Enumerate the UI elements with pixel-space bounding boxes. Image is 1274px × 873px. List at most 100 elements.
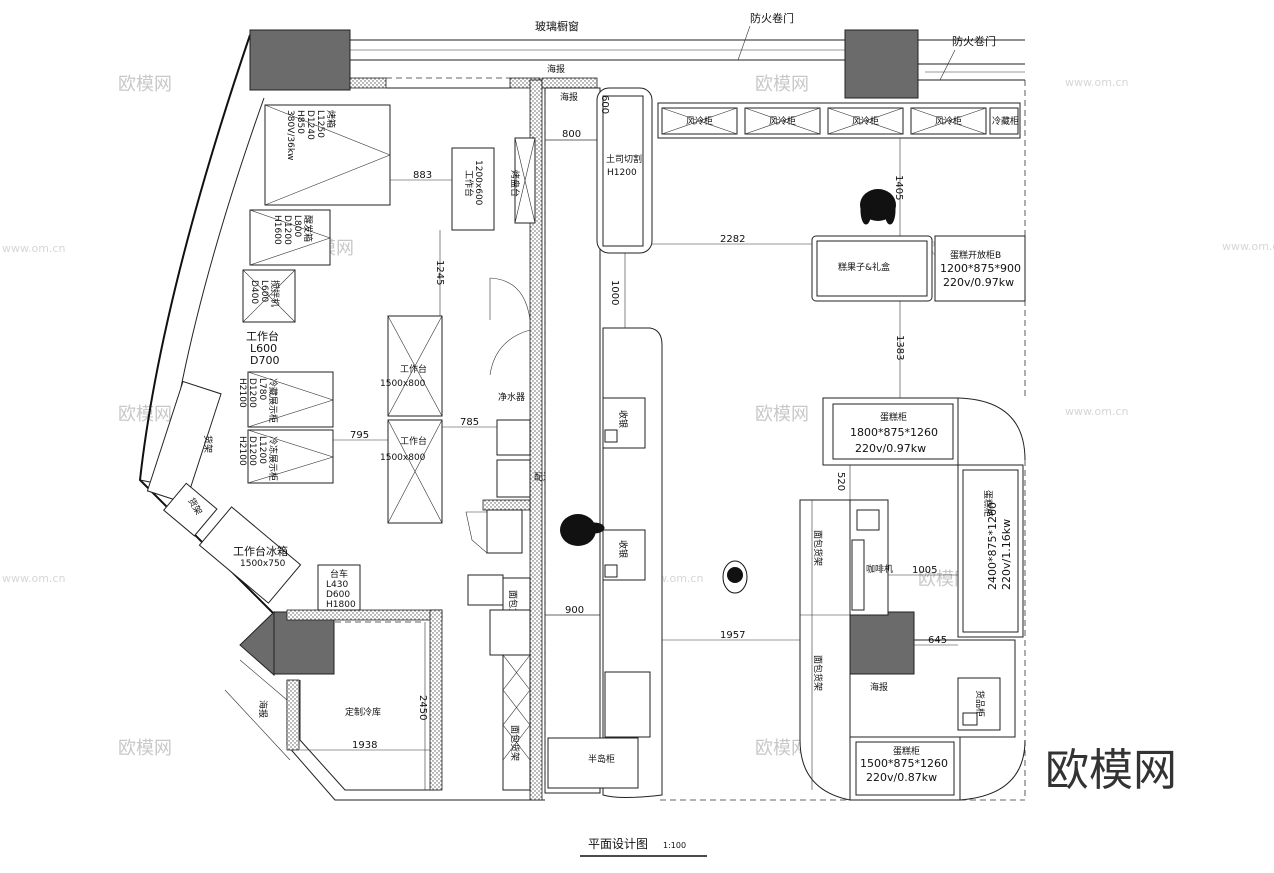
svg-text:土司切割: 土司切割 [606,153,642,165]
sink-label: 净水器 [498,391,525,403]
cashier-label: 收银 [617,540,629,558]
display-fridge[interactable]: 冷藏展示柜 L780 D1200 H2100 [237,371,334,428]
svg-text:D700: D700 [250,354,279,367]
svg-text:L1250: L1250 [315,110,325,138]
shelf-left[interactable]: 货架 [146,380,222,504]
svg-text:900: 900 [565,605,584,616]
svg-text:883: 883 [413,170,432,181]
svg-text:工作台: 工作台 [463,170,475,197]
svg-text:D1200: D1200 [247,378,257,408]
svg-text:糕果子&礼盒: 糕果子&礼盒 [838,261,890,273]
svg-text:1383: 1383 [894,335,905,360]
svg-text:烤箱: 烤箱 [325,110,337,128]
svg-text:1500x800: 1500x800 [380,379,426,389]
person-figure [722,560,748,594]
product-cabinet[interactable]: 货品柜 [957,677,1001,731]
cart[interactable]: 台车 L430 D600 H1800 [317,564,361,611]
svg-text:面包货架: 面包货架 [812,530,824,566]
svg-text:220v/0.97kw: 220v/0.97kw [855,442,926,455]
svg-text:工作台冰箱: 工作台冰箱 [233,544,288,558]
svg-text:785: 785 [460,417,479,428]
watermark-text: 欧模网 [118,404,172,425]
svg-text:1405: 1405 [893,175,904,200]
watermark-url: www.om.cn [2,242,65,255]
svg-text:冷藏柜: 冷藏柜 [992,115,1019,127]
svg-text:2400*875*1260: 2400*875*1260 [986,502,999,590]
workbench-middle-2[interactable]: 工作台 1500x800 [380,419,443,524]
svg-text:2282: 2282 [720,234,745,245]
half-cabinet-label: 半岛柜 [588,753,615,765]
watermarks: 欧模网 欧模网 www.om.cn www.om.cn 欧模网 欧模网 www.… [2,74,1274,759]
svg-text:1957: 1957 [720,630,745,641]
bar-island[interactable]: 面包货架 面包货架 咖啡机 海报 [799,499,893,801]
svg-text:蛋糕柜: 蛋糕柜 [880,411,907,423]
svg-text:L800: L800 [292,215,302,237]
glass-window-label: 玻璃橱窗 [535,19,579,33]
svg-text:冷冻展示柜: 冷冻展示柜 [267,436,279,481]
svg-text:H1600: H1600 [272,215,282,245]
display-cabinet-row[interactable]: 风冷柜 风冷柜 风冷柜 风冷柜 冷藏柜 [657,102,1021,139]
svg-text:1000: 1000 [609,280,620,305]
counter-label: 海报 [560,91,578,103]
svg-text:台车: 台车 [330,568,348,580]
structural-column [249,29,351,91]
person-figure [860,189,896,225]
rack-left[interactable]: 货架 [163,482,218,537]
cake-cabinet-2[interactable]: 蛋糕柜 2400*875*1260 220v/1.16kw [957,464,1024,638]
structural-column [847,611,915,675]
svg-text:220v/1.16kw: 220v/1.16kw [1000,519,1013,590]
proofer[interactable]: 醒发箱 L800 D1200 H1600 [249,209,331,266]
svg-text:H1800: H1800 [326,600,356,610]
svg-text:2450: 2450 [417,695,428,720]
svg-text:风冷柜: 风冷柜 [852,115,879,127]
svg-text:工作台: 工作台 [246,329,279,343]
workbench-freezer[interactable]: 工作台冰箱 1500x750 [198,506,302,604]
watermark-url: www.om.cn [1065,76,1128,89]
svg-text:1500x800: 1500x800 [380,453,426,463]
service-counter-left: 海报 [544,87,601,794]
cashier-label: 收银 [617,410,629,428]
svg-text:货品柜: 货品柜 [974,690,986,717]
svg-text:工作台: 工作台 [400,435,427,447]
toast-slicer[interactable]: 土司切割 H1200 [596,87,653,254]
cold-room[interactable]: 定制冷库 [345,706,381,718]
candy-gift-cabinet[interactable]: 糕果子&礼盒 [811,235,933,302]
oven[interactable]: 烤箱 L1250 D1240 H850 380V/36kw [264,104,391,206]
small-workbench: 工作台 L600 D700 [246,329,279,367]
cake-cabinet-1[interactable]: 蛋糕柜 1800*875*1260 220v/0.97kw [822,397,1026,466]
svg-text:搅拌机: 搅拌机 [269,280,281,307]
svg-text:L1200: L1200 [257,436,267,464]
svg-text:1245: 1245 [434,260,445,285]
watermark-url: www.om.cn [2,572,65,585]
mixer[interactable]: 搅拌机 L600 D400 [242,269,296,323]
drawing-scale: 1:100 [663,841,686,850]
cashier-counter: 收银 收银 半岛柜 [547,327,663,798]
svg-text:1200*875*900: 1200*875*900 [940,262,1021,275]
svg-text:H850: H850 [295,110,305,134]
svg-text:D1240: D1240 [305,110,315,140]
svg-text:D600: D600 [326,590,350,600]
display-freezer[interactable]: 冷冻展示柜 L1200 D1200 H2100 [237,429,335,484]
workbench-top[interactable]: 工作台 1200x600 [451,147,495,231]
svg-text:烤盘台: 烤盘台 [509,170,521,197]
dimensions: 883 1245 795 785 800 600 2282 1405 1000 … [300,95,958,790]
coffee-machine-label: 咖啡机 [866,563,893,575]
svg-text:1005: 1005 [912,565,937,576]
watermark-text: 欧模网 [755,74,809,95]
svg-text:520: 520 [835,472,846,491]
svg-text:醒发箱: 醒发箱 [302,215,314,242]
structural-column [273,611,335,675]
workbench-middle-1[interactable]: 工作台 1500x800 [380,315,443,417]
cake-open-cabinet-b[interactable]: 蛋糕开放柜B 1200*875*900 220v/0.97kw [934,235,1026,302]
fire-door-label: 防火卷门 [952,34,996,48]
watermark-text: 欧模网 [118,738,172,759]
svg-text:1500x750: 1500x750 [240,559,286,569]
svg-text:蛋糕柜: 蛋糕柜 [982,490,994,517]
svg-text:D1200: D1200 [282,215,292,245]
svg-text:H1200: H1200 [607,168,637,178]
fire-door-label: 防火卷门 [750,11,794,25]
cake-cabinet-3[interactable]: 蛋糕柜 1500*875*1260 220v/0.87kw [849,639,1026,801]
svg-text:H2100: H2100 [237,378,247,408]
watermark-text: 欧模网 [118,74,172,95]
